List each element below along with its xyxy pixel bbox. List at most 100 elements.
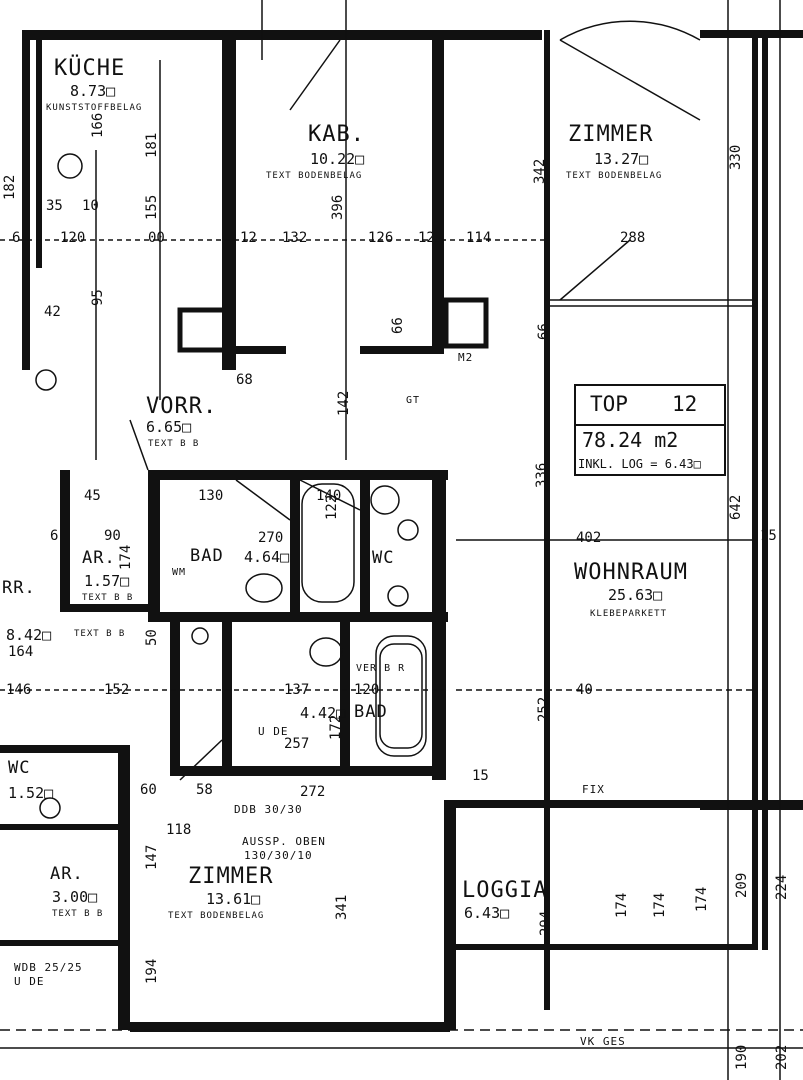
room-ar2-area: 3.00□ <box>52 888 98 906</box>
dim-190: 190 <box>734 1045 750 1070</box>
dim-336: 336 <box>534 463 550 488</box>
room-kueche-floor: KUNSTSTOFFBELAG <box>46 103 143 113</box>
dim-35: 35 <box>46 198 63 214</box>
dim-642: 642 <box>728 495 744 520</box>
dim-252: 252 <box>536 697 552 722</box>
room-zimmer-bottom-name: ZIMMER <box>188 864 274 889</box>
dim-272: 272 <box>300 784 325 800</box>
room-zimmer-bottom-floor: TEXT BODENBELAG <box>168 911 265 921</box>
dim-172: 172 <box>328 715 344 740</box>
dim-120: 120 <box>354 682 379 698</box>
dim-12b: 12 <box>418 230 435 246</box>
room-ar1-floor: TEXT B B <box>82 593 134 603</box>
room-ar2-name: AR. <box>50 864 84 884</box>
room-kueche-area: 8.73□ <box>70 82 116 100</box>
dim-257: 257 <box>284 736 309 752</box>
dim-224: 224 <box>774 875 790 900</box>
dim-68: 68 <box>236 372 253 388</box>
room-ar1-area: 1.57□ <box>84 572 130 590</box>
dim-182: 182 <box>2 175 18 200</box>
room-kueche-name: KÜCHE <box>54 56 126 81</box>
dim-122: 122 <box>324 495 340 520</box>
dim-140: 140 <box>316 488 341 504</box>
room-kab-floor: TEXT BODENBELAG <box>266 171 363 181</box>
dim-12a: 12 <box>240 230 257 246</box>
dim-181: 181 <box>144 133 160 158</box>
dim-174d: 174 <box>694 887 710 912</box>
room-vorr-left-area: 8.42□ <box>6 626 52 644</box>
dim-58: 58 <box>196 782 213 798</box>
unit-label: TOP <box>590 392 628 416</box>
room-bad2-area: 4.42□ <box>300 704 346 722</box>
dim-120b: 120 <box>60 230 85 246</box>
dim-147: 147 <box>144 845 160 870</box>
unit-area: 78.24 m2 <box>582 428 679 452</box>
dim-132: 132 <box>282 230 307 246</box>
dim-40: 40 <box>576 682 593 698</box>
dim-90: 90 <box>104 528 121 544</box>
dim-341: 341 <box>334 895 350 920</box>
room-bad1-area: 4.64□ <box>244 548 290 566</box>
dim-166: 166 <box>90 113 106 138</box>
dim-146: 146 <box>6 682 31 698</box>
dim-130: 130 <box>198 488 223 504</box>
note-m2: M2 <box>458 351 474 364</box>
dim-15a: 15 <box>472 768 489 784</box>
note-vk: VK GES <box>580 1035 626 1048</box>
dim-66b: 66 <box>536 323 552 340</box>
dim-42: 42 <box>44 304 61 320</box>
walls <box>0 30 803 1032</box>
dim-126: 126 <box>368 230 393 246</box>
dim-194: 194 <box>144 959 160 984</box>
unit-number: 12 <box>672 392 698 416</box>
note-verbr: VER B R <box>356 663 406 674</box>
room-kab-name: KAB. <box>308 122 365 147</box>
dim-152: 152 <box>104 682 129 698</box>
room-wc2-name: WC <box>8 758 31 778</box>
room-zimmer-top-area: 13.27□ <box>594 150 649 168</box>
room-ar1-name: AR. <box>82 548 116 568</box>
room-zimmer-top-name: ZIMMER <box>568 122 654 147</box>
dim-294: 294 <box>538 911 554 936</box>
note-gt: GT <box>406 395 421 406</box>
dim-6a: 6 <box>12 230 20 246</box>
room-bad2-name: BAD <box>354 702 388 722</box>
room-vorr-left-floor: TEXT B B <box>74 629 126 639</box>
unit-summary-box: TOP 12 78.24 m2 INKL. LOG = 6.43□ <box>574 384 726 476</box>
room-wc2-area: 1.52□ <box>8 784 54 802</box>
dim-174c: 174 <box>652 893 668 918</box>
room-wohnraum-name: WOHNRAUM <box>574 560 688 585</box>
dim-174b: 174 <box>614 893 630 918</box>
dim-114: 114 <box>466 230 491 246</box>
dim-164: 164 <box>8 644 33 660</box>
dim-15b: 15 <box>760 528 777 544</box>
room-kab-area: 10.22□ <box>310 150 365 168</box>
dim-137: 137 <box>284 682 309 698</box>
dim-6b: 6 <box>50 528 58 544</box>
dim-50: 50 <box>144 629 160 646</box>
note-aussp-dim: 130/30/10 <box>244 849 313 862</box>
room-zimmer-bottom-area: 13.61□ <box>206 890 261 908</box>
dim-95: 95 <box>90 289 106 306</box>
room-wohnraum-floor: KLEBEPARKETT <box>590 609 668 619</box>
room-wohnraum-area: 25.63□ <box>608 586 663 604</box>
dim-209: 209 <box>734 873 750 898</box>
dim-402: 402 <box>576 530 601 546</box>
room-vorr-name: VORR. <box>146 394 218 419</box>
room-ar2-floor: TEXT B B <box>52 909 104 919</box>
room-wc1-name: WC <box>372 548 395 568</box>
dim-155: 155 <box>144 195 160 220</box>
unit-box-divider <box>576 424 724 426</box>
dim-202: 202 <box>774 1045 790 1070</box>
dim-330: 330 <box>728 145 744 170</box>
dim-396: 396 <box>330 195 346 220</box>
note-ude2: U DE <box>258 725 289 738</box>
dimension-labels: 132 126 114 12 12 288 00 120 130 140 270… <box>2 113 790 1070</box>
dim-174a: 174 <box>118 545 134 570</box>
unit-note: INKL. LOG = 6.43□ <box>578 457 701 471</box>
room-loggia-area: 6.43□ <box>464 904 510 922</box>
note-ude1: U DE <box>14 975 45 988</box>
dim-142: 142 <box>336 391 352 416</box>
dim-45: 45 <box>84 488 101 504</box>
